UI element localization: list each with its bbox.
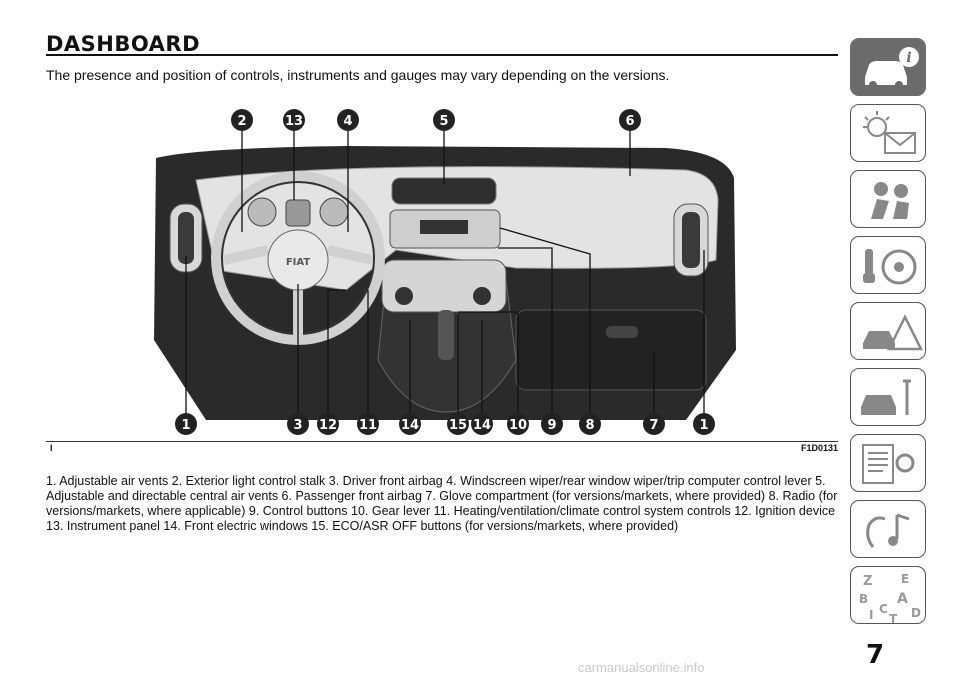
instrument-panel [285, 199, 311, 227]
callout-1-right-label: 1 [699, 418, 708, 433]
tab-maintenance[interactable] [850, 368, 926, 426]
callout-5 [433, 109, 455, 131]
callout-6 [619, 109, 641, 131]
index-letter-a: A [897, 591, 908, 607]
callouts-top: 2 13 4 5 6 [231, 109, 641, 131]
callout-2-label: 2 [237, 114, 246, 129]
glove-handle [606, 326, 638, 338]
callout-11-label: 11 [359, 418, 377, 433]
figure-divider [46, 441, 838, 442]
dashboard-illustration: FIAT 2 13 4 5 6 1 [154, 109, 736, 435]
callout-13 [283, 109, 305, 131]
callout-7-label: 7 [649, 418, 658, 433]
intro-text: The presence and position of controls, i… [46, 67, 670, 83]
tab-safety[interactable] [850, 170, 926, 228]
callout-1-right [693, 413, 715, 435]
callout-9 [541, 413, 563, 435]
callout-1-left [175, 413, 197, 435]
index-letter-b: B [859, 592, 868, 606]
callout-9-label: 9 [547, 418, 556, 433]
fiat-badge: FIAT [286, 257, 311, 268]
tab-emergency[interactable] [850, 302, 926, 360]
safety-airbag-icon [871, 182, 909, 219]
climate-knob-left [395, 287, 413, 305]
callout-8-label: 8 [585, 418, 594, 433]
callout-3 [287, 413, 309, 435]
tab-car-info[interactable]: i [850, 38, 926, 96]
callout-5-label: 5 [439, 114, 448, 129]
page-number: 7 [866, 640, 885, 670]
callout-6-label: 6 [625, 114, 634, 129]
tachometer [319, 197, 349, 227]
tab-warning-lights[interactable] [850, 104, 926, 162]
tab-index[interactable]: Z E B A I C T D [850, 566, 926, 625]
index-letter-c: C [879, 602, 888, 616]
callout-13-label: 13 [285, 114, 303, 129]
callout-14-right-label: 14 [473, 418, 491, 433]
index-icon: Z E B A I C T D [859, 572, 921, 625]
callout-10 [507, 413, 529, 435]
technical-data-icon [862, 444, 915, 484]
tab-technical-data[interactable] [850, 434, 926, 492]
svg-text:i: i [906, 50, 911, 66]
glove-compartment [515, 309, 707, 391]
left-air-vent-slats [178, 212, 194, 264]
climate-knob-right [473, 287, 491, 305]
callout-14-left [399, 413, 421, 435]
callout-4 [337, 109, 359, 131]
callout-7 [643, 413, 665, 435]
callout-4-label: 4 [343, 114, 352, 129]
callout-3-label: 3 [293, 418, 302, 433]
callout-10-label: 10 [509, 418, 527, 433]
radio-display [420, 220, 468, 234]
multimedia-icon [866, 513, 910, 548]
right-air-vent-slats [682, 212, 700, 268]
index-letter-z: Z [863, 574, 872, 589]
callout-12-label: 12 [319, 418, 337, 433]
callouts-bottom: 1 3 12 11 14 15 14 10 9 8 7 1 [175, 413, 715, 435]
callout-14-left-label: 14 [401, 418, 419, 433]
callout-11 [357, 413, 379, 435]
section-tabs: i [850, 38, 928, 632]
page-title: DASHBOARD [46, 32, 201, 56]
car-maintenance-icon [861, 379, 911, 415]
leader-lines [185, 130, 705, 418]
tab-starting-driving[interactable] [850, 236, 926, 294]
speedometer [247, 197, 277, 227]
index-letter-t: T [889, 612, 898, 625]
callout-8 [579, 413, 601, 435]
callout-15-label: 15 [449, 418, 467, 433]
watermark-text: carmanualsonline.info [578, 660, 705, 675]
callout-1-left-label: 1 [181, 418, 190, 433]
callout-12 [317, 413, 339, 435]
figure-code: F1D0131 [800, 443, 838, 453]
callout-15 [447, 413, 469, 435]
key-steering-wheel-icon [863, 249, 917, 285]
warning-light-message-icon [863, 111, 916, 154]
title-divider [46, 54, 838, 56]
callout-2 [231, 109, 253, 131]
emergency-triangle-icon [863, 314, 924, 351]
index-letter-d: D [911, 606, 921, 620]
figure-caption: 1. Adjustable air vents 2. Exterior ligh… [46, 474, 838, 533]
tab-multimedia[interactable] [850, 500, 926, 558]
gear-lever [438, 310, 454, 360]
car-info-icon: i [865, 47, 919, 89]
callout-14-right [471, 413, 493, 435]
figure-left-label: I [50, 443, 53, 453]
index-letter-i: I [869, 608, 873, 622]
index-letter-e: E [901, 572, 909, 586]
